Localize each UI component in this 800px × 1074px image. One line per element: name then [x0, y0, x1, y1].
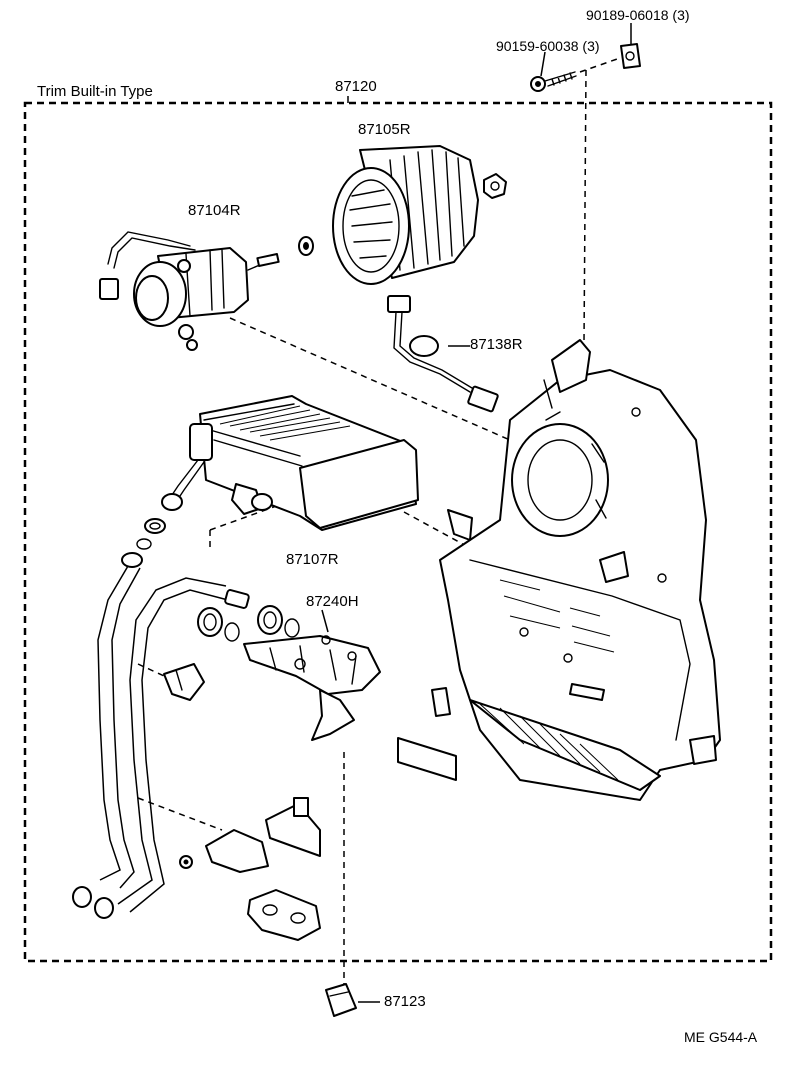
part-label-heater-core: 87107R [286, 551, 339, 568]
part-label-screw: 90159-60038 (3) [496, 38, 600, 54]
part-label-motor: 87104R [188, 202, 241, 219]
part-label-clip: 87123 [384, 993, 426, 1010]
assembly-frame [23, 101, 773, 963]
pipe-clamp-upper [163, 663, 205, 701]
clip [325, 983, 357, 1017]
part-label-fan: 87105R [358, 121, 411, 138]
blower-fan [332, 145, 479, 285]
screw [530, 71, 577, 92]
blower-motor [99, 231, 280, 351]
part-label-valve: 87240H [306, 593, 359, 610]
o-rings-upper [136, 518, 166, 550]
washer [298, 236, 314, 256]
motor-axis-line [229, 317, 511, 441]
nut-bracket [620, 43, 641, 69]
part-label-nut: 90189-06018 (3) [586, 7, 690, 23]
core-to-case-line [403, 511, 471, 549]
leader-valve [321, 609, 329, 633]
heater-pipes [72, 552, 250, 919]
clamp-upper-line [137, 663, 165, 677]
assembly-type-label: Trim Built-in Type [37, 83, 153, 100]
small-screw [179, 855, 193, 869]
blower-case [431, 339, 721, 801]
figure-code: ME G544-A [684, 1029, 758, 1045]
part-label-assembly: 87120 [335, 78, 377, 95]
fan-nut [483, 173, 507, 199]
part-label-wiring: 87138R [470, 336, 523, 353]
seal-pad [397, 737, 457, 781]
heater-core [161, 395, 419, 531]
water-valve [197, 605, 381, 741]
pipe-clamp-lower [205, 797, 321, 873]
fastener-to-case [583, 69, 587, 343]
core-pipe-line [209, 503, 283, 531]
wire-harness [387, 295, 499, 413]
screw-axis [579, 57, 621, 73]
clamp-lower-line [137, 797, 223, 831]
leader-screw [540, 51, 546, 77]
grommet [247, 889, 321, 941]
